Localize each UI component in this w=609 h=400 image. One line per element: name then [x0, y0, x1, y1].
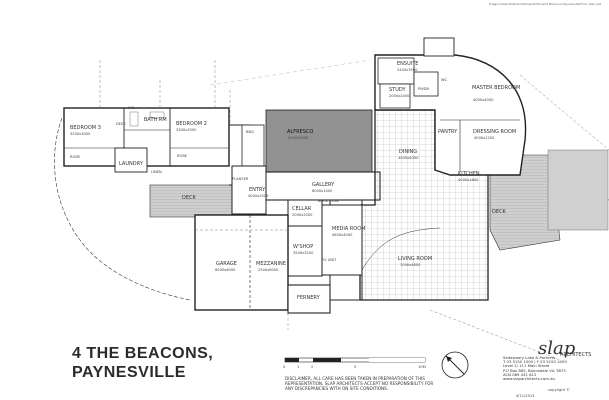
- gallery-label: GALLERY: [312, 182, 335, 188]
- site-boundary-west: [54, 117, 191, 301]
- firm-name: Sedaweary Lake & Partners: [503, 355, 556, 360]
- media-size: 4600x4000: [332, 233, 353, 237]
- wshop-label: W'SHOP: [293, 244, 314, 250]
- firm-logo: slap: [538, 338, 576, 359]
- ensuite-size: 2400x3500: [397, 68, 418, 72]
- copyright-note: copyright ©: [548, 388, 570, 392]
- bedroom3-label: BEDROOM 3: [70, 125, 101, 131]
- bedroom2-label: BEDROOM 2: [176, 121, 207, 127]
- scale-tick-1: 1: [297, 365, 300, 369]
- disclaimer-line-1: DISCLAIMER, ALL CARE HAS BEEN TAKEN IN P…: [285, 376, 425, 381]
- firm-line-2: Level 2/ 111 Main Street: [503, 363, 550, 369]
- tvunit-label: TV UNIT: [322, 258, 337, 262]
- bbq-label: BBQ: [246, 130, 254, 134]
- dining-label: DINING: [399, 149, 418, 155]
- cellar-size: 2000x2000: [292, 213, 313, 217]
- garage-label: GARAGE: [216, 261, 237, 267]
- scale-tick-5: 5: [354, 365, 357, 369]
- dressing-size: 4000x1200: [474, 136, 495, 140]
- living-size: 7000x4800: [400, 263, 421, 267]
- project-title-line1: 4 THE BEACONS,: [72, 345, 214, 362]
- disclaimer-line-3: ANY DISCREPANCIES WITH ON SITE CONDITION…: [285, 386, 389, 392]
- master-label: MASTER BEDROOM: [472, 85, 521, 91]
- firm-logo-sub: ARCHITECTS: [560, 352, 592, 358]
- mezzanine-label: MEZZANINE: [256, 261, 286, 267]
- ensuite-label: ENSUITE: [397, 61, 419, 67]
- disclaimer-line-2: REPRESENTATION, SLAP ARCHITECTS ACCEPT N…: [285, 381, 434, 387]
- gallery-size: 6000x1400: [312, 189, 333, 193]
- north-arrow-icon: [441, 351, 469, 379]
- firm-line-3: P.O Box 885, Bairnsdale Vic 3875: [503, 367, 566, 373]
- master-suite: [374, 54, 527, 176]
- fernery-label: FERNERY: [297, 295, 320, 301]
- robe-b-label: ROBE: [177, 154, 188, 158]
- powder-label: PWDR: [418, 87, 429, 91]
- firm-line-5: www.slaparchitects.com.au: [503, 376, 555, 382]
- alfresco-size: 5000x3500: [288, 136, 309, 140]
- wshop-size: 3500x3200: [293, 251, 314, 255]
- study-label: STUDY: [389, 87, 406, 93]
- firm-line-4: ACN 089 441 812: [503, 371, 537, 377]
- project-title-line2: PAYNESVILLE: [72, 364, 186, 381]
- scale-bar: [284, 357, 426, 363]
- master-size: 4000x4000: [473, 98, 494, 102]
- living-curve: [361, 227, 441, 271]
- entry-shape: [231, 165, 267, 215]
- robe-a-label: ROBE: [70, 155, 81, 159]
- linen-label: LINEN: [151, 170, 162, 174]
- pantry-label: PANTRY: [438, 129, 458, 135]
- cellar-label: CELLAR: [292, 206, 312, 212]
- media-label: MEDIA ROOM: [332, 226, 366, 232]
- cellar-shape: [287, 199, 323, 227]
- firm-details: Sedaweary Lake & Partners T 03 5150 1000…: [503, 355, 567, 382]
- header-note: Image:\\Slap-fs\Shared\Projects\Fiscal\4…: [488, 2, 601, 6]
- deck-west-label: DECK: [182, 195, 196, 201]
- scale-tick-2: 2: [311, 365, 314, 369]
- deck-east-shape: [489, 154, 561, 251]
- scale-tick-10: 10M: [418, 365, 426, 369]
- firm-line-1: T 03 5150 1000 | F 03 5150 1009: [503, 359, 567, 365]
- alfresco-shape: [265, 109, 373, 173]
- study-size: 2000x2400: [389, 94, 410, 98]
- planter-label: PLANTER: [232, 177, 249, 181]
- living-label: LIVING ROOM: [398, 256, 433, 262]
- laundry-label: LAUNDRY: [119, 161, 143, 167]
- bath-label: BATH RM: [144, 117, 167, 123]
- garage-shape: [194, 214, 289, 311]
- media-shape: [321, 204, 363, 276]
- deck-west-shape: [149, 184, 236, 218]
- bookcase-label: BOOK CASE: [318, 199, 340, 203]
- dining-size: 4000x4000: [398, 156, 419, 160]
- entry-label: ENTRY: [249, 187, 266, 193]
- kitchen-size: 4000x1600: [458, 178, 479, 182]
- alfresco-label: ALFRESCO: [287, 129, 314, 135]
- date-stamp: 4/11/2013: [516, 394, 535, 398]
- kitchen-label: KITCHEN: [458, 171, 480, 177]
- disclaimer-block: DISCLAIMER, ALL CARE HAS BEEN TAKEN IN P…: [285, 376, 433, 392]
- dressing-label: DRESSING ROOM: [473, 129, 517, 135]
- deck-east-label: DECK: [492, 209, 506, 215]
- wc-label: WC: [128, 106, 135, 110]
- wc2-label: WC: [441, 78, 448, 82]
- bedroom2-size: 3300x3300: [176, 128, 197, 132]
- bedroom3-size: 3200x3000: [70, 132, 91, 136]
- mezzanine-size: 2500x6000: [258, 268, 279, 272]
- entry-size: 4000x2500: [248, 194, 269, 198]
- scale-tick-0: 0: [283, 365, 286, 369]
- desk-label: DESK: [116, 122, 126, 126]
- fernery-shape: [287, 284, 331, 314]
- garage-size: 6000x6000: [215, 268, 236, 272]
